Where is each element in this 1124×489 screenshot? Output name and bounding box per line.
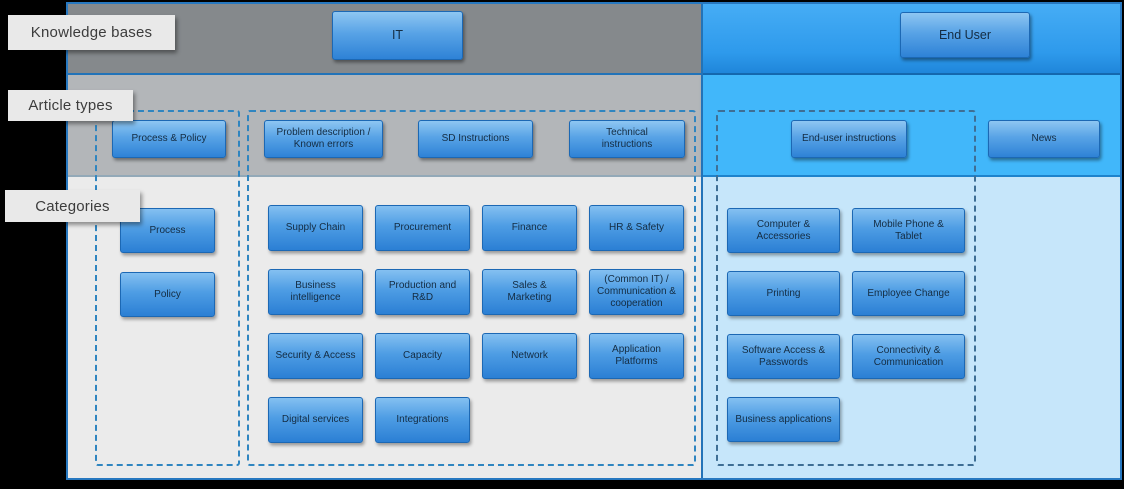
category-button-common-it-communication[interactable]: (Common IT) / Communication & cooperatio…: [589, 269, 684, 315]
kb-button-it[interactable]: IT: [332, 11, 463, 60]
process-policy-categories-grid: Process Policy: [120, 208, 215, 317]
end-user-group-region: [716, 110, 976, 466]
category-button-application-platforms[interactable]: Application Platforms: [589, 333, 684, 379]
category-button-production-rd[interactable]: Production and R&D: [375, 269, 470, 315]
it-categories-grid: Supply Chain Procurement Finance HR & Sa…: [268, 205, 684, 443]
category-button-mobile-phone-tablet[interactable]: Mobile Phone & Tablet: [852, 208, 965, 253]
category-button-security-access[interactable]: Security & Access: [268, 333, 363, 379]
category-button-network[interactable]: Network: [482, 333, 577, 379]
category-button-printing[interactable]: Printing: [727, 271, 840, 316]
category-button-computer-accessories[interactable]: Computer & Accessories: [727, 208, 840, 253]
category-button-policy[interactable]: Policy: [120, 272, 215, 317]
article-type-button-sd-instructions[interactable]: SD Instructions: [418, 120, 533, 158]
article-type-button-news[interactable]: News: [988, 120, 1100, 158]
category-button-procurement[interactable]: Procurement: [375, 205, 470, 251]
category-button-software-access-passwords[interactable]: Software Access & Passwords: [727, 334, 840, 379]
process-policy-group-region: [95, 110, 240, 466]
categories-row-label: Categories: [5, 190, 140, 222]
category-button-integrations[interactable]: Integrations: [375, 397, 470, 443]
article-type-button-problem-description[interactable]: Problem description / Known errors: [264, 120, 383, 158]
category-button-digital-services[interactable]: Digital services: [268, 397, 363, 443]
it-end-user-divider: [701, 4, 703, 478]
category-button-hr-safety[interactable]: HR & Safety: [589, 205, 684, 251]
category-button-connectivity-communication[interactable]: Connectivity & Communication: [852, 334, 965, 379]
end-user-categories-grid: Computer & Accessories Mobile Phone & Ta…: [727, 208, 965, 442]
article-type-button-end-user-instructions[interactable]: End-user instructions: [791, 120, 907, 158]
category-button-business-applications[interactable]: Business applications: [727, 397, 840, 442]
knowledge-bases-row-label: Knowledge bases: [8, 15, 175, 50]
category-button-sales-marketing[interactable]: Sales & Marketing: [482, 269, 577, 315]
it-group-region: [247, 110, 696, 466]
article-types-row-label: Article types: [8, 90, 133, 121]
category-button-supply-chain[interactable]: Supply Chain: [268, 205, 363, 251]
category-button-finance[interactable]: Finance: [482, 205, 577, 251]
category-button-capacity[interactable]: Capacity: [375, 333, 470, 379]
category-button-business-intelligence[interactable]: Business intelligence: [268, 269, 363, 315]
kb-button-end-user[interactable]: End User: [900, 12, 1030, 58]
category-button-employee-change[interactable]: Employee Change: [852, 271, 965, 316]
article-type-button-technical-instructions[interactable]: Technical instructions: [569, 120, 685, 158]
article-type-button-process-policy[interactable]: Process & Policy: [112, 120, 226, 158]
